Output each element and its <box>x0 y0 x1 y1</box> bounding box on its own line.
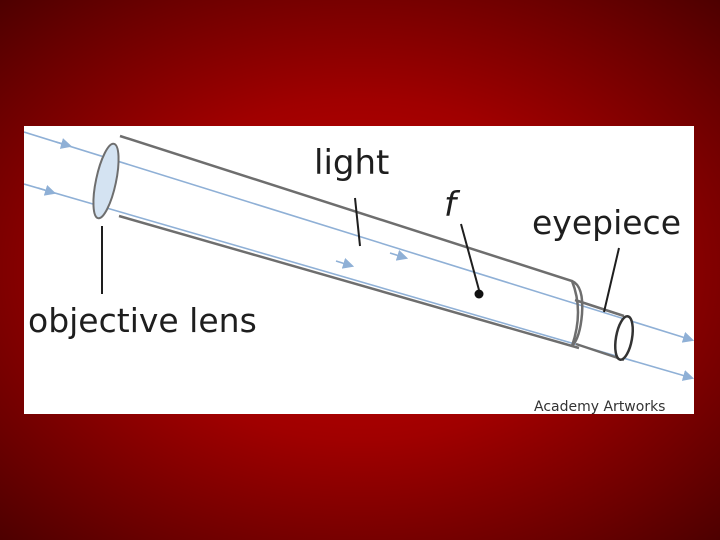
light-ray-arrow-2 <box>37 184 57 196</box>
light-ray-arrow-3 <box>335 257 355 269</box>
eyepiece-leader <box>603 247 620 313</box>
objective-lens-label: objective lens <box>28 301 257 340</box>
light-ray-arrow-4 <box>389 249 409 261</box>
eyepiece-lens-shape <box>613 315 635 361</box>
leader-lines <box>101 197 620 313</box>
light-ray-arrow-1 <box>55 138 73 149</box>
main-tube-end <box>571 279 584 347</box>
objective-lens-shape <box>92 142 120 220</box>
light-leader <box>354 197 361 247</box>
image-credit: Academy Artworks <box>534 399 665 414</box>
eyepiece-label: eyepiece <box>532 203 681 242</box>
light-label: light <box>314 143 389 183</box>
telescope-diagram: light f eyepiece objective lens Academy … <box>24 126 694 414</box>
focal-leader <box>460 223 480 291</box>
focal-point-dot <box>474 289 484 299</box>
focal-point-label: f <box>444 185 461 225</box>
telescope-diagram-svg: light f eyepiece objective lens Academy … <box>24 131 694 414</box>
